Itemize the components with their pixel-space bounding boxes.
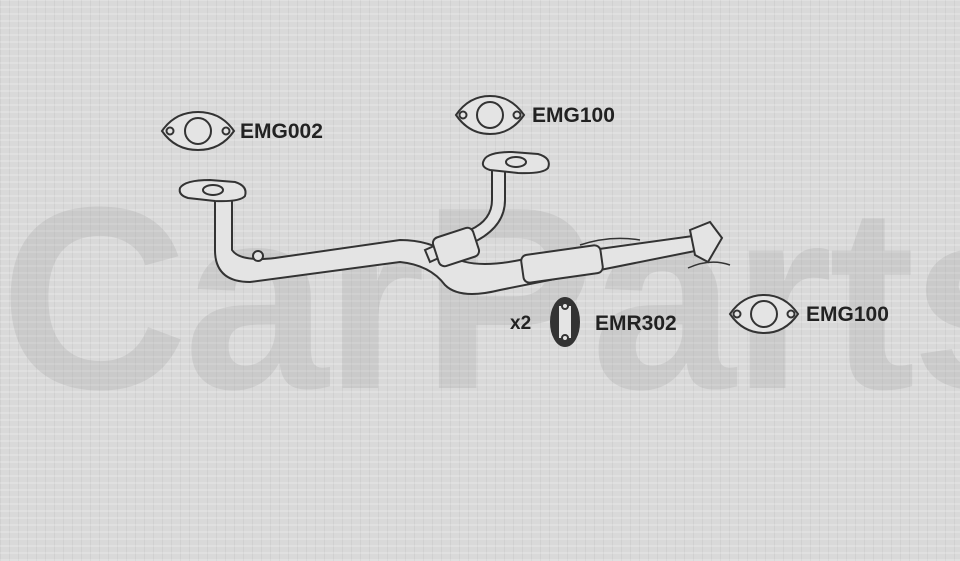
gasket-emg002-icon [160, 110, 236, 152]
watermark: CarPartsFast [0, 154, 960, 444]
part-label-emg002: EMG002 [240, 120, 323, 143]
gasket-emg100-right-icon [728, 293, 800, 335]
rubber-mount-icon [550, 297, 580, 347]
part-label-emr302: EMR302 [595, 312, 677, 335]
gasket-emg100-top-icon [454, 94, 526, 136]
mount-quantity: x2 [510, 313, 532, 334]
part-label-emg100-right: EMG100 [806, 303, 889, 326]
part-label-emg100-top: EMG100 [532, 104, 615, 127]
downpipe-icon [178, 150, 731, 295]
